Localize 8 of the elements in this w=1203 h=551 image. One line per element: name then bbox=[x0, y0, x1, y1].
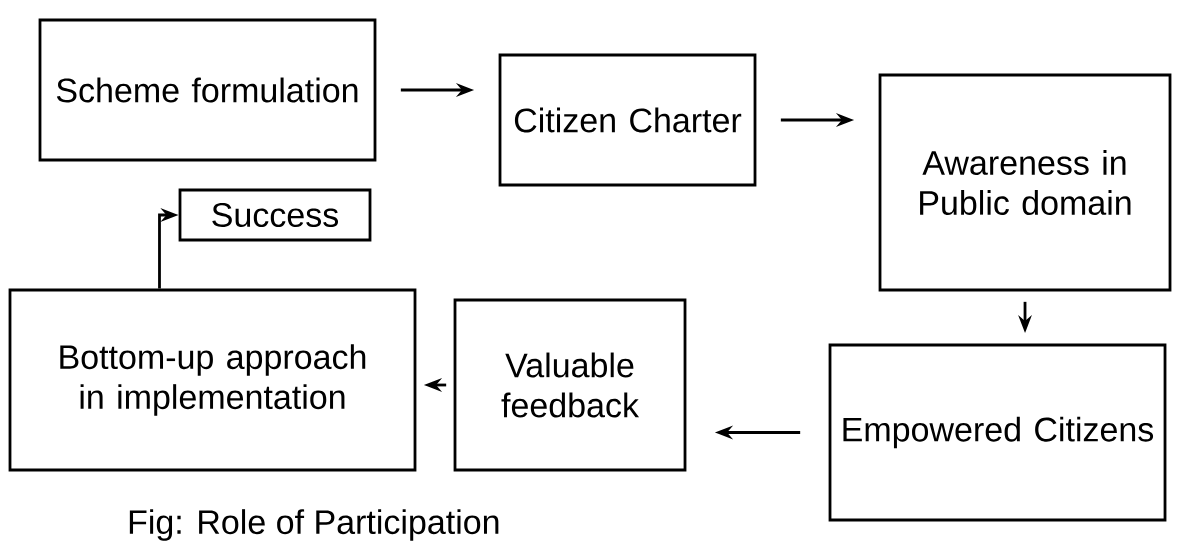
process-box: Valuable feedback bbox=[453, 298, 687, 472]
caption: Fig: Role of Participation bbox=[129, 509, 499, 541]
process-box: Success bbox=[178, 188, 372, 242]
process-box: Empowered Citizens bbox=[828, 343, 1167, 522]
process-box: Scheme formulation bbox=[38, 18, 377, 162]
process-box: Citizen Charter bbox=[498, 53, 757, 187]
process-box: Bottom-up approach in implementation bbox=[8, 288, 417, 472]
process-box: Awareness in Public domain bbox=[878, 73, 1172, 292]
